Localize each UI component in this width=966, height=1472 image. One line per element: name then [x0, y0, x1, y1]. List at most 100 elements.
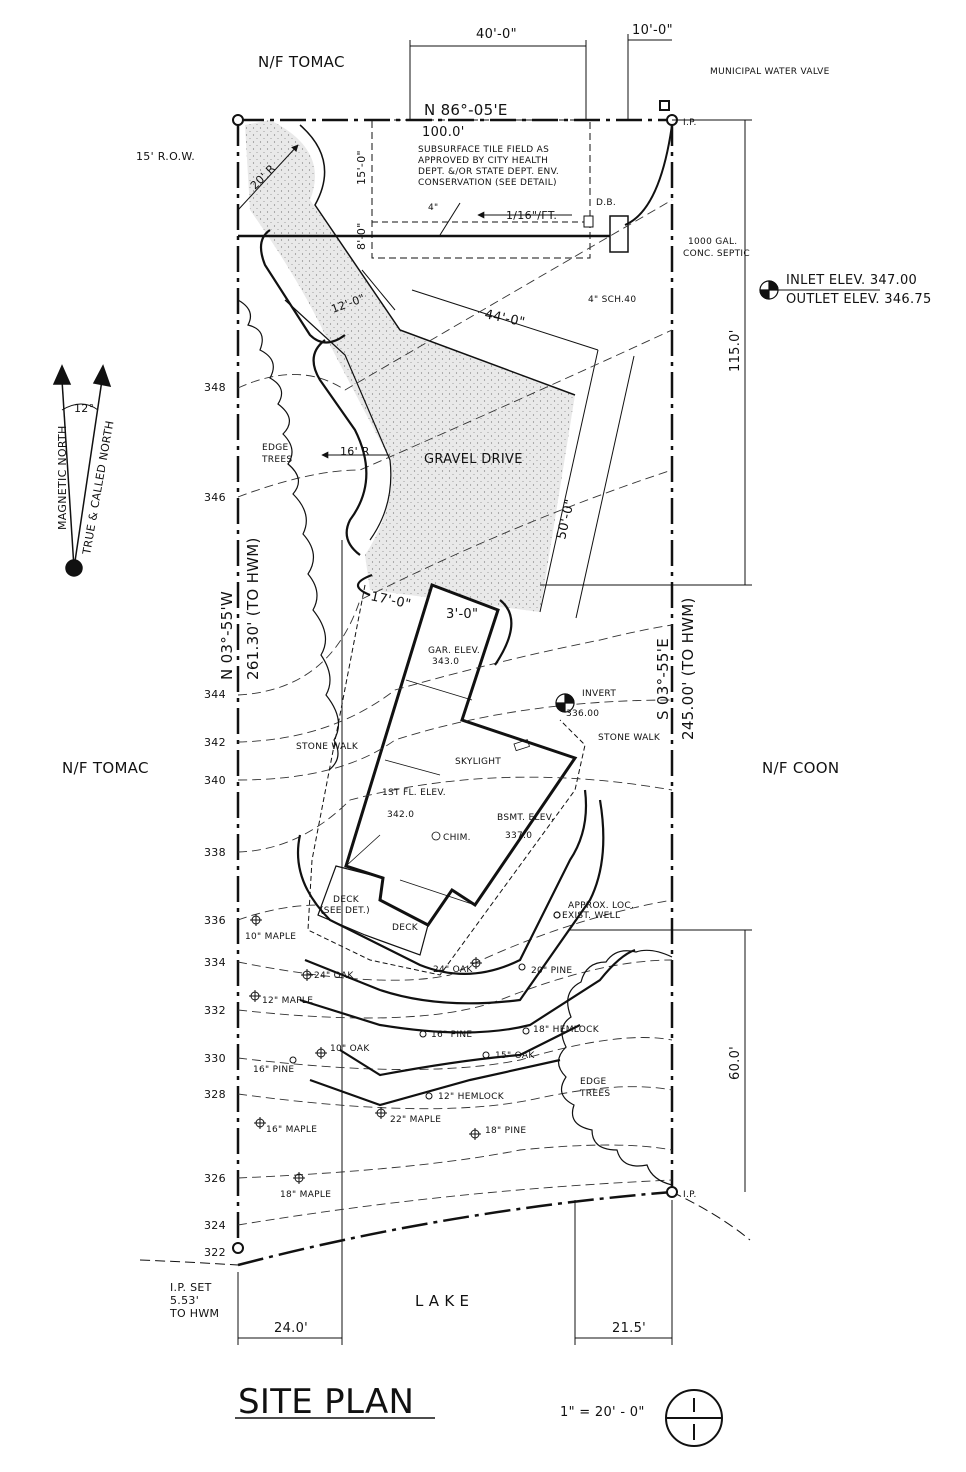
- tree-label: 12" HEMLOCK: [438, 1092, 505, 1102]
- section-marker: [665, 1389, 723, 1447]
- inlet-elevation: INLET ELEV. 347.00: [786, 273, 917, 288]
- bottom-right-dim: 21.5': [612, 1321, 646, 1336]
- tree-label: 12" MAPLE: [262, 996, 313, 1006]
- tile-field-note-3: DEPT. &/OR STATE DEPT. ENV.: [418, 167, 559, 177]
- contour-346: 346: [204, 491, 226, 504]
- gravel-drive-label: GRAVEL DRIVE: [424, 452, 523, 467]
- declination-label: 12°: [74, 402, 94, 415]
- drawing-scale: 1" = 20' - 0": [560, 1405, 645, 1420]
- deck-see-detail-2: (SEE DET.): [320, 906, 370, 916]
- tree-label: 22" MAPLE: [390, 1115, 441, 1125]
- tree-label: 24" OAK: [314, 971, 354, 981]
- tree-label: 16" PINE: [431, 1030, 472, 1040]
- basement-label: BSMT. ELEV.: [497, 813, 554, 823]
- garage-elevation-label: GAR. ELEV.: [428, 646, 480, 656]
- house-interior-lines: [345, 679, 530, 906]
- deck-label: DECK: [392, 923, 419, 933]
- east-neighbor-label: N/F COON: [762, 759, 839, 777]
- tree-label: 18" PINE: [485, 1126, 526, 1136]
- tree-label: 20" PINE: [531, 966, 572, 976]
- iron-pin-label-bottom: I.P.: [683, 1190, 697, 1200]
- municipal-valve-label: MUNICIPAL WATER VALVE: [710, 67, 830, 77]
- garage-jog-dim: 3'-0": [446, 607, 478, 622]
- house-outline: [344, 583, 578, 927]
- contour-328: 328: [204, 1088, 226, 1101]
- iron-pin-label-top: I.P.: [683, 118, 697, 128]
- deck-see-detail-1: DECK: [333, 895, 360, 905]
- grading-lines: [259, 229, 636, 1107]
- tree-label: 24" OAK: [433, 965, 473, 975]
- contour-348: 348: [204, 381, 226, 394]
- contour-322: 322: [204, 1246, 226, 1259]
- drive-radius-dim: 16' R: [340, 445, 370, 458]
- stone-walk-west-label: STONE WALK: [296, 742, 359, 752]
- site-plan-title: SITE PLAN: [238, 1382, 414, 1422]
- west-bearing: N 03°-55'W: [218, 591, 236, 680]
- stone-walk-east-label: STONE WALK: [598, 733, 661, 743]
- service-line: [624, 124, 673, 226]
- stone-walk: [307, 584, 586, 976]
- deck-outline: [317, 865, 429, 956]
- west-neighbor-label: N/F TOMAC: [62, 759, 149, 777]
- tree-label: 10" MAPLE: [245, 932, 296, 942]
- bottom-left-dim: 24.0': [274, 1321, 308, 1336]
- tile-field-note-4: CONSERVATION (SEE DETAIL): [418, 178, 557, 188]
- slope-label: 1/16"/FT.: [506, 209, 557, 222]
- tile-field-offset-dim: 8'-0": [355, 222, 368, 250]
- garage-elevation-value: 343.0: [432, 657, 459, 667]
- edge-trees-east-1: EDGE: [580, 1077, 606, 1087]
- distribution-box-label: D.B.: [596, 198, 616, 208]
- house-width-dim: 44'-0": [483, 307, 526, 330]
- pipe-size-label: 4": [428, 203, 438, 213]
- contour-342: 342: [204, 736, 226, 749]
- outlet-elevation: OUTLET ELEV. 346.75: [786, 292, 932, 307]
- contour-326: 326: [204, 1172, 226, 1185]
- east-setback-bottom-dim: 60.0': [728, 1046, 743, 1080]
- tree-label: 15" OAK: [495, 1051, 535, 1061]
- east-length: 245.00' (TO HWM): [679, 597, 697, 740]
- north-arrow: [52, 364, 112, 577]
- house-depth-dim: 50'-0": [554, 498, 578, 541]
- contour-332: 332: [204, 1004, 226, 1017]
- tile-field-width-dim: 40'-0": [476, 27, 517, 42]
- edge-trees: [237, 299, 673, 1186]
- drive-edge-line: [299, 124, 576, 396]
- tree-label: 10" OAK: [330, 1044, 370, 1054]
- basement-value: 337.0: [505, 831, 532, 841]
- iron-pin-set-2: 5.53': [170, 1294, 199, 1307]
- distribution-box: [583, 215, 594, 228]
- tree-label: 16" MAPLE: [266, 1125, 317, 1135]
- contour-334: 334: [204, 956, 226, 969]
- tree-symbols: [249, 914, 530, 1184]
- septic-tank: [609, 215, 629, 253]
- tile-field-depth-dim: 15'-0": [355, 150, 368, 185]
- benchmark-symbols: [553, 280, 779, 919]
- first-floor-value: 342.0: [387, 810, 414, 820]
- contour-330: 330: [204, 1052, 226, 1065]
- lake-label: L A K E: [415, 1292, 469, 1310]
- invert-label: INVERT: [582, 689, 616, 699]
- contour-340: 340: [204, 774, 226, 787]
- tile-field-note-1: SUBSURFACE TILE FIELD AS: [418, 145, 549, 155]
- east-setback-top-dim: 115.0': [728, 329, 743, 372]
- tile-field-note-2: APPROVED BY CITY HEALTH: [418, 156, 548, 166]
- chimney-label: CHIM.: [443, 833, 471, 843]
- tree-label: 18" HEMLOCK: [533, 1025, 600, 1035]
- skylight-label: SKYLIGHT: [455, 757, 501, 767]
- septic-label-1: 1000 GAL.: [688, 237, 737, 247]
- edge-trees-east-2: TREES: [579, 1089, 610, 1099]
- edge-trees-west-1: EDGE: [262, 443, 288, 453]
- drive-edge-line-2: [284, 299, 392, 541]
- magnetic-north-label: MAGNETIC NORTH: [56, 425, 69, 530]
- east-bearing: S 03°-55'E: [654, 638, 672, 720]
- pipe-schedule-label: 4" SCH.40: [588, 295, 636, 305]
- edge-trees-west-2: TREES: [261, 455, 292, 465]
- west-length: 261.30' (TO HWM): [244, 537, 262, 680]
- dimension-lines: [237, 34, 880, 1345]
- septic-label-2: CONC. SEPTIC: [683, 249, 750, 259]
- well-label-2: EXIST. WELL: [562, 911, 620, 921]
- gravel-drive-area: [245, 120, 575, 612]
- contour-336: 336: [204, 914, 226, 927]
- iron-pin-set-1: I.P. SET: [170, 1281, 212, 1294]
- iron-pin-set-3: TO HWM: [169, 1307, 219, 1320]
